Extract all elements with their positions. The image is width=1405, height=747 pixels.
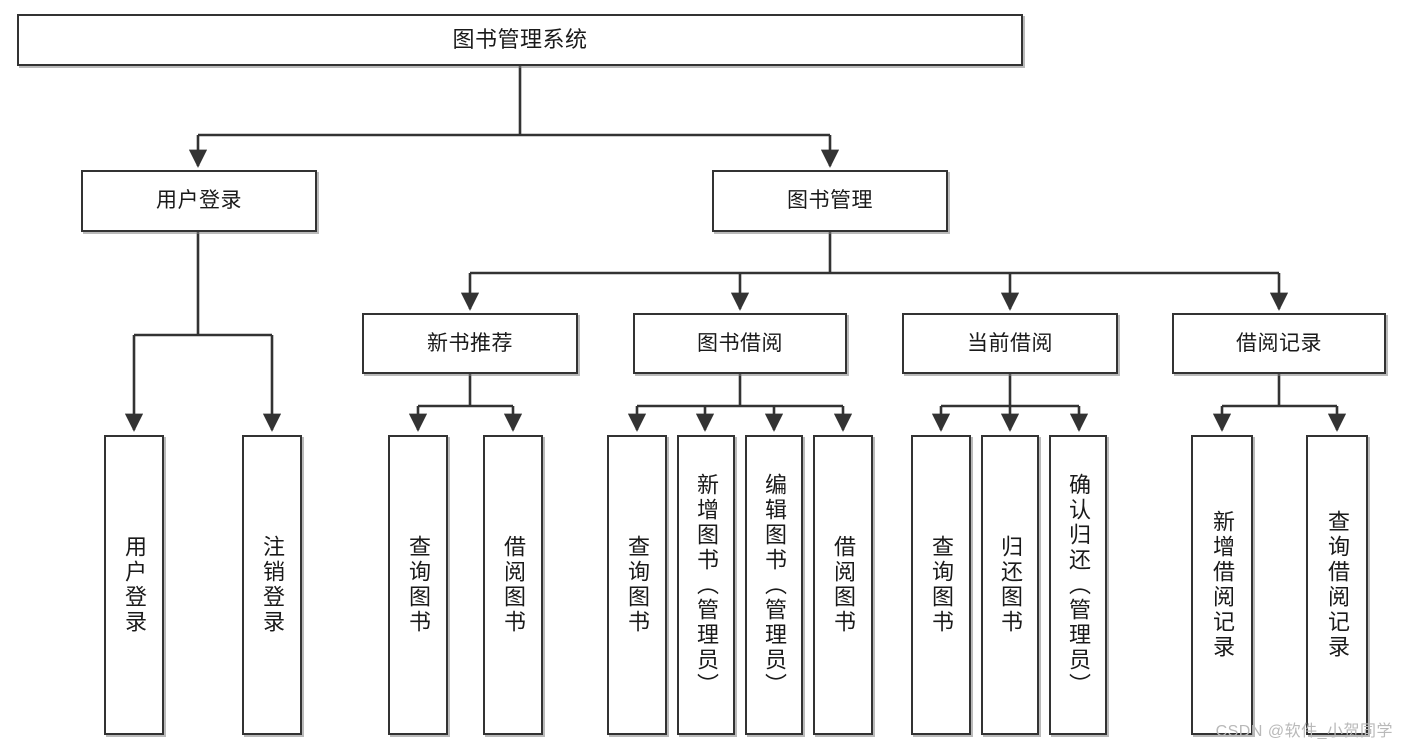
node-book-borrow-label: 图书借阅 — [697, 331, 783, 355]
node-leaf-return-book[interactable]: 归还图书 — [981, 435, 1039, 735]
node-leaf-query-book-1-label: 查询图书 — [406, 535, 431, 635]
node-leaf-add-book-label: 新增图书（管理员） — [694, 472, 719, 698]
node-leaf-return-book-label: 归还图书 — [998, 535, 1023, 635]
node-new-book-recommend-label: 新书推荐 — [427, 331, 513, 355]
node-leaf-edit-book-label: 编辑图书（管理员） — [762, 472, 787, 698]
node-leaf-edit-book[interactable]: 编辑图书（管理员） — [745, 435, 803, 735]
node-root[interactable]: 图书管理系统 — [17, 14, 1023, 66]
node-leaf-logout-login-label: 注销登录 — [260, 535, 285, 635]
csdn-watermark: CSDN @软件_小贺同学 — [1215, 723, 1393, 740]
node-current-borrow[interactable]: 当前借阅 — [902, 313, 1118, 374]
node-leaf-add-record[interactable]: 新增借阅记录 — [1191, 435, 1253, 735]
node-current-borrow-label: 当前借阅 — [967, 331, 1053, 355]
node-leaf-logout-login[interactable]: 注销登录 — [242, 435, 302, 735]
node-borrow-record-label: 借阅记录 — [1236, 331, 1322, 355]
node-leaf-add-book[interactable]: 新增图书（管理员） — [677, 435, 735, 735]
node-leaf-query-record-label: 查询借阅记录 — [1325, 510, 1350, 660]
node-leaf-query-book-3[interactable]: 查询图书 — [911, 435, 971, 735]
node-leaf-borrow-book-1-label: 借阅图书 — [501, 535, 526, 635]
node-leaf-borrow-book-1[interactable]: 借阅图书 — [483, 435, 543, 735]
node-borrow-record[interactable]: 借阅记录 — [1172, 313, 1386, 374]
node-book-borrow[interactable]: 图书借阅 — [633, 313, 847, 374]
node-leaf-query-book-3-label: 查询图书 — [929, 535, 954, 635]
node-leaf-borrow-book-2-label: 借阅图书 — [831, 535, 856, 635]
node-book-management[interactable]: 图书管理 — [712, 170, 948, 232]
node-leaf-user-login-label: 用户登录 — [122, 535, 147, 635]
node-leaf-query-book-1[interactable]: 查询图书 — [388, 435, 448, 735]
node-leaf-user-login[interactable]: 用户登录 — [104, 435, 164, 735]
node-leaf-add-record-label: 新增借阅记录 — [1210, 510, 1235, 660]
node-leaf-query-book-2[interactable]: 查询图书 — [607, 435, 667, 735]
node-leaf-confirm-return-label: 确认归还（管理员） — [1066, 472, 1091, 698]
node-leaf-confirm-return[interactable]: 确认归还（管理员） — [1049, 435, 1107, 735]
node-new-book-recommend[interactable]: 新书推荐 — [362, 313, 578, 374]
node-root-label: 图书管理系统 — [452, 26, 588, 52]
node-book-management-label: 图书管理 — [787, 189, 873, 213]
node-user-login-label: 用户登录 — [156, 189, 242, 213]
node-user-login[interactable]: 用户登录 — [81, 170, 317, 232]
node-leaf-borrow-book-2[interactable]: 借阅图书 — [813, 435, 873, 735]
node-leaf-query-record[interactable]: 查询借阅记录 — [1306, 435, 1368, 735]
node-leaf-query-book-2-label: 查询图书 — [625, 535, 650, 635]
